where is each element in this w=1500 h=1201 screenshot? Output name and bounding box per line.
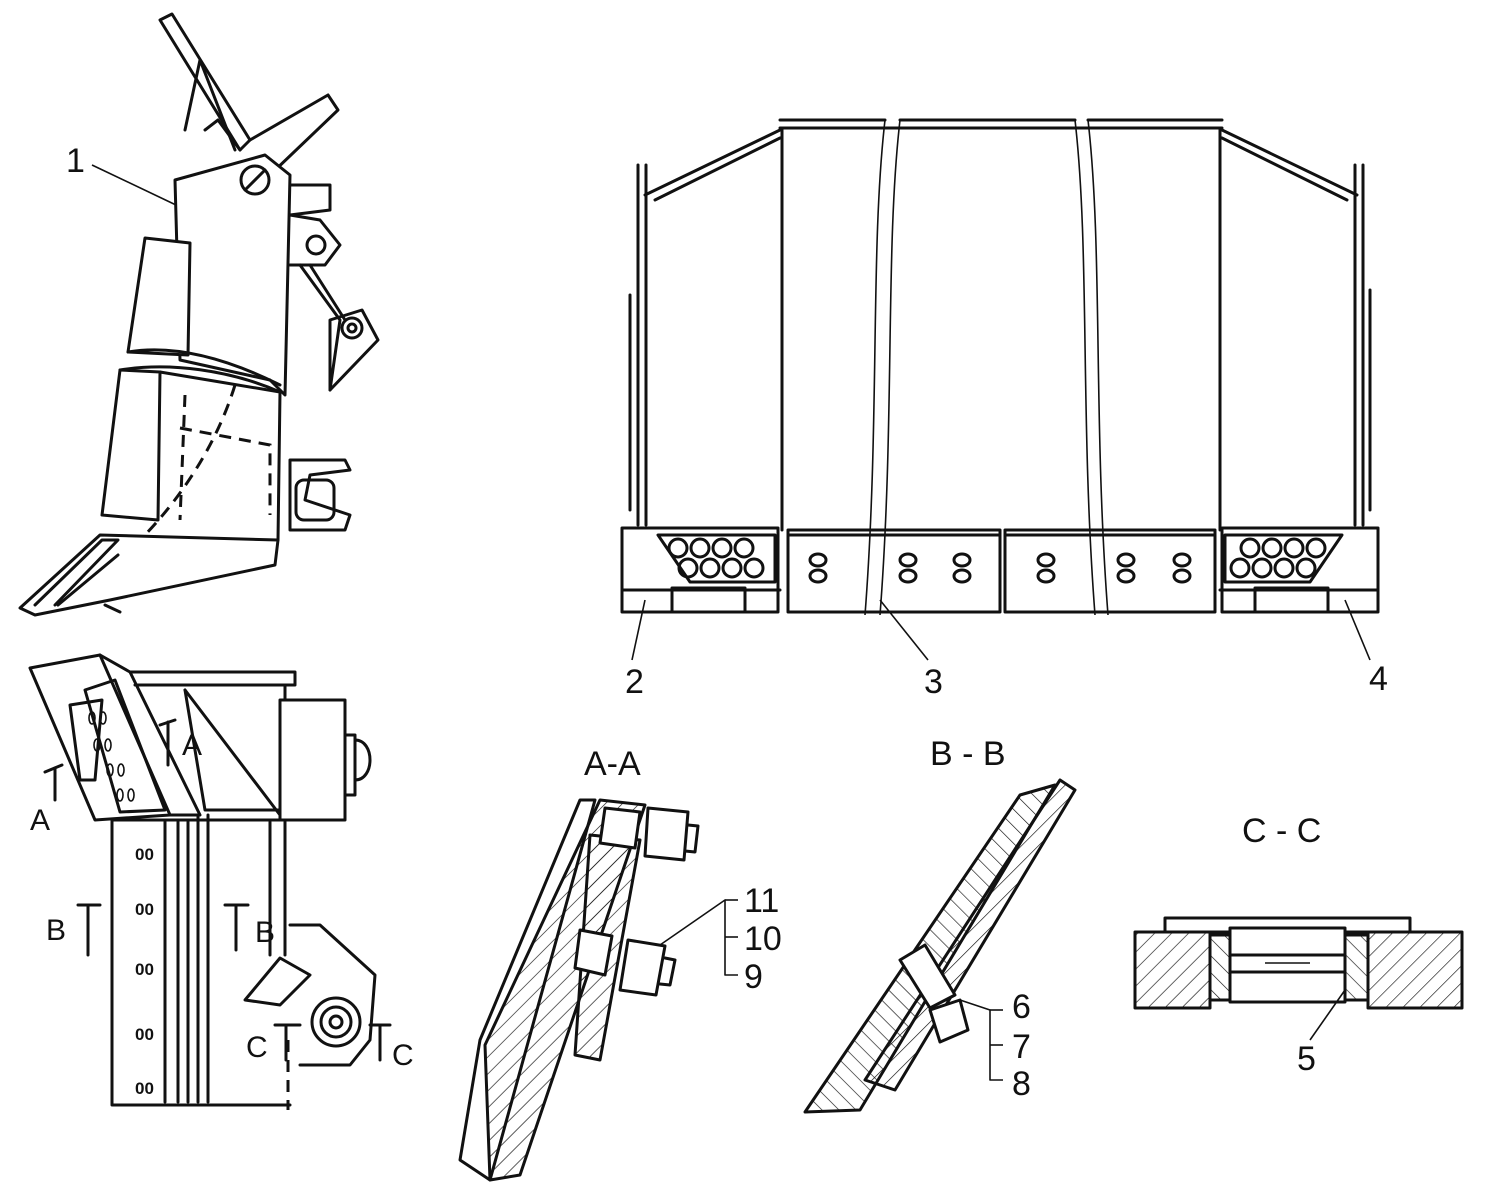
callout-9: 9: [744, 958, 763, 996]
section-c-c: [1133, 916, 1464, 1041]
callout-4: 4: [1369, 660, 1388, 698]
cut-b-right: B: [255, 916, 275, 949]
callout-7: 7: [1012, 1028, 1031, 1066]
end-bit-bolts: [667, 537, 1327, 579]
callout-10: 10: [744, 920, 782, 958]
callout-11: 11: [744, 882, 779, 920]
section-b-b: [803, 778, 1077, 1114]
part-callouts: 1 2 3 4 5 6 7 8 9 10 11: [66, 142, 1388, 1103]
hole-marks: 00 00 00 00 00: [135, 845, 154, 1098]
section-a-a: [458, 798, 738, 1182]
hole-mark-3: 00: [135, 960, 154, 979]
cut-a-right: A: [182, 729, 202, 762]
bit-holes: [88, 711, 135, 802]
cut-b-left: B: [46, 914, 66, 947]
callout-6: 6: [1012, 988, 1031, 1026]
plan-view: [28, 653, 377, 1110]
callout-2: 2: [625, 663, 644, 701]
callout-3: 3: [924, 663, 943, 701]
hole-mark-5: 00: [135, 1079, 154, 1098]
hole-mark-1: 00: [135, 845, 154, 864]
front-view: [620, 118, 1380, 661]
section-titles: A-A B - B C - C: [584, 735, 1321, 850]
hole-mark-2: 00: [135, 900, 154, 919]
title-section-b-b: B - B: [930, 735, 1006, 773]
center-edge-bolts: [808, 552, 1192, 584]
title-section-c-c: C - C: [1242, 812, 1321, 850]
cut-c-right: C: [392, 1039, 414, 1072]
section-cut-markers: A A B B C C: [30, 718, 414, 1072]
callout-5: 5: [1297, 1040, 1316, 1078]
cut-a-left: A: [30, 804, 50, 837]
callout-8: 8: [1012, 1065, 1031, 1103]
callout-1: 1: [66, 142, 85, 180]
side-view: [18, 12, 380, 617]
cut-c-left: C: [246, 1031, 268, 1064]
hole-mark-4: 00: [135, 1025, 154, 1044]
title-section-a-a: A-A: [584, 745, 641, 783]
